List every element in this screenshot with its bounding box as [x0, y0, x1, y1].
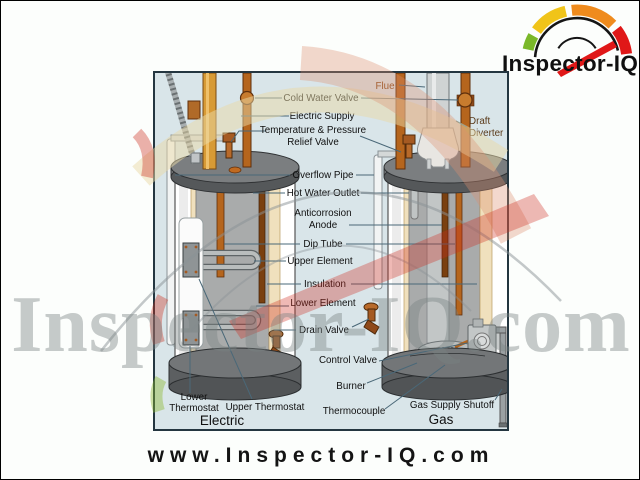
- gas-drain-valve: [363, 302, 380, 335]
- gas-cold-water-valve: [457, 92, 473, 108]
- flue-pipe: [426, 73, 450, 132]
- electric-tp-relief-valve: [222, 132, 236, 143]
- gas-insulation-left: [403, 184, 410, 362]
- label-gas-supply-shutoff: Gas Supply Shutoff: [410, 400, 495, 411]
- cold-water-pipe: [242, 73, 252, 168]
- label-insulation: Insulation: [304, 279, 346, 290]
- label-drain-valve: Drain Valve: [299, 325, 349, 336]
- inspector-iq-logo: Inspector-IQ: [501, 1, 639, 83]
- label-temp-pressure-1: Temperature & Pressure: [260, 125, 367, 136]
- label-burner: Burner: [336, 381, 366, 392]
- gas-overflow-pipe: [373, 154, 383, 290]
- label-cold-water-valve: Cold Water Valve: [283, 93, 359, 104]
- label-electric-supply: Electric Supply: [290, 111, 355, 122]
- label-lower-thermostat-2: Thermostat: [169, 403, 219, 414]
- logo-text: Inspector-IQ: [502, 51, 639, 76]
- gas-anode-rod: [441, 184, 449, 278]
- conduit-bracket: [187, 100, 201, 120]
- label-upper-element: Upper Element: [287, 256, 353, 267]
- label-flue: Flue: [375, 81, 395, 92]
- label-thermocouple: Thermocouple: [323, 406, 386, 417]
- label-lower-thermostat-1: Lower: [181, 392, 208, 403]
- label-anticorrosion-2: Anode: [309, 220, 338, 231]
- electric-dip-tube: [216, 184, 225, 278]
- caption-gas: Gas: [429, 412, 454, 427]
- label-control-valve: Control Valve: [319, 355, 378, 366]
- hot-water-pipe: [202, 73, 217, 170]
- gas-left-pipe: [395, 73, 406, 170]
- label-hot-water-outlet: Hot Water Outlet: [287, 188, 360, 199]
- label-upper-thermostat: Upper Thermostat: [226, 402, 305, 413]
- cap-fitting: [228, 166, 242, 174]
- gauge-icon: [522, 4, 633, 77]
- label-lower-element: Lower Element: [290, 298, 356, 309]
- electric-tank-interior: [195, 184, 270, 362]
- gas-tp-relief-valve: [402, 134, 416, 145]
- label-dip-tube: Dip Tube: [303, 239, 343, 250]
- electric-water-heater: [165, 73, 302, 401]
- label-draft-diverter-2: Diverter: [469, 128, 504, 139]
- label-draft-diverter-1: Draft: [469, 116, 491, 127]
- footer-url: www.Inspector-IQ.com: [147, 444, 495, 467]
- gauge-needle-icon: [557, 41, 617, 77]
- conduit-gland: [190, 152, 201, 164]
- label-anticorrosion-1: Anticorrosion: [294, 208, 351, 219]
- water-heater-diagram-panel: Flue Cold Water Valve Electric Supply Te…: [153, 71, 509, 431]
- caption-electric: Electric: [200, 413, 245, 428]
- label-temp-pressure-2: Relief Valve: [287, 137, 339, 148]
- label-overflow-pipe: Overflow Pipe: [293, 170, 355, 181]
- cold-water-valve: [239, 90, 255, 106]
- gas-dip-tube: [455, 184, 463, 316]
